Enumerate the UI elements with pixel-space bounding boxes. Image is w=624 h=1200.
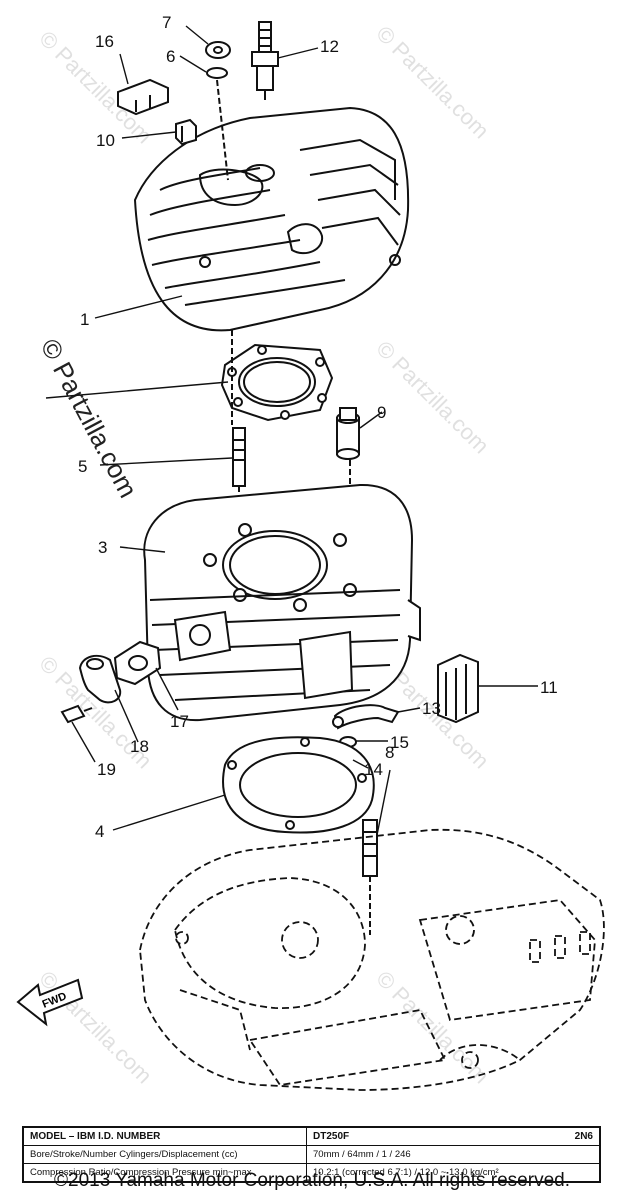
forward-arrow-icon: FWD — [16, 978, 84, 1027]
spec-header-model: DT250F 2N6 — [306, 1126, 601, 1146]
callout-16: 16 — [95, 32, 114, 51]
exploded-parts-diagram: © Partzilla.com © Partzilla.com © Partzi… — [16, 13, 605, 1091]
callout-18: 18 — [130, 737, 149, 756]
callout-3: 3 — [98, 538, 107, 557]
head-damper-10 — [175, 118, 197, 146]
spec-header-label: MODEL – IBM I.D. NUMBER — [22, 1126, 307, 1146]
callout-17: 17 — [170, 712, 189, 731]
base-gasket — [222, 736, 375, 834]
callout-9: 9 — [377, 403, 386, 422]
callout-13: 13 — [422, 699, 441, 718]
callout-12: 12 — [320, 37, 339, 56]
callout-14: 14 — [364, 760, 383, 779]
watermark: © Partzilla.com — [34, 966, 157, 1089]
spec-row-value: 10.2:1 (corrected 6.7:1) / 12.0 ~ 13.0 k… — [306, 1163, 601, 1183]
spec-table-row: Bore/Stroke/Number Cylingers/Displacemen… — [22, 1145, 601, 1164]
spec-table-row: Compression Ratio/Compression Pressure m… — [22, 1163, 601, 1183]
leader-lines — [45, 25, 538, 836]
exhaust-fittings — [60, 640, 162, 724]
spec-table: MODEL – IBM I.D. NUMBER DT250F 2N6 Bore/… — [22, 1126, 601, 1183]
callout-10: 10 — [96, 131, 115, 150]
watermark: © Partzilla.com — [371, 966, 494, 1089]
callout-8: 8 — [385, 743, 394, 762]
spark-plug — [251, 21, 279, 100]
spec-row-label: Bore/Stroke/Number Cylingers/Displacemen… — [22, 1145, 307, 1164]
copyright-notice: ©2013 Yamaha Motor Corporation, U.S.A. A… — [54, 1170, 570, 1191]
callout-11: 11 — [540, 678, 558, 697]
spec-row-value: 70mm / 64mm / 1 / 246 — [306, 1145, 601, 1164]
callout-19: 19 — [97, 760, 116, 779]
callout-labels: 1 3 4 5 6 7 8 9 10 11 12 13 14 15 16 17 … — [78, 13, 558, 841]
spec-model-code: 2N6 — [574, 1131, 593, 1142]
head-gasket — [220, 343, 334, 422]
watermark: © Partzilla.com — [371, 336, 494, 459]
callout-4: 4 — [95, 822, 104, 841]
head-damper-16 — [117, 78, 169, 116]
cylinder-damper-11 — [437, 653, 479, 724]
spec-model-name: DT250F — [313, 1131, 350, 1142]
cylinder-stud-8 — [362, 819, 378, 935]
crankcase-outline — [139, 828, 605, 1091]
watermark: © Partzilla.com — [35, 334, 144, 503]
spec-table-header-row: MODEL – IBM I.D. NUMBER DT250F 2N6 — [22, 1126, 601, 1146]
callout-15: 15 — [390, 733, 409, 752]
callout-1: 1 — [80, 310, 89, 329]
callout-6: 6 — [166, 47, 175, 66]
nut-and-washer — [205, 41, 231, 181]
cylinder-head — [133, 106, 410, 332]
callout-7: 7 — [162, 13, 171, 32]
callout-5: 5 — [78, 457, 87, 476]
cylinder — [143, 483, 421, 722]
